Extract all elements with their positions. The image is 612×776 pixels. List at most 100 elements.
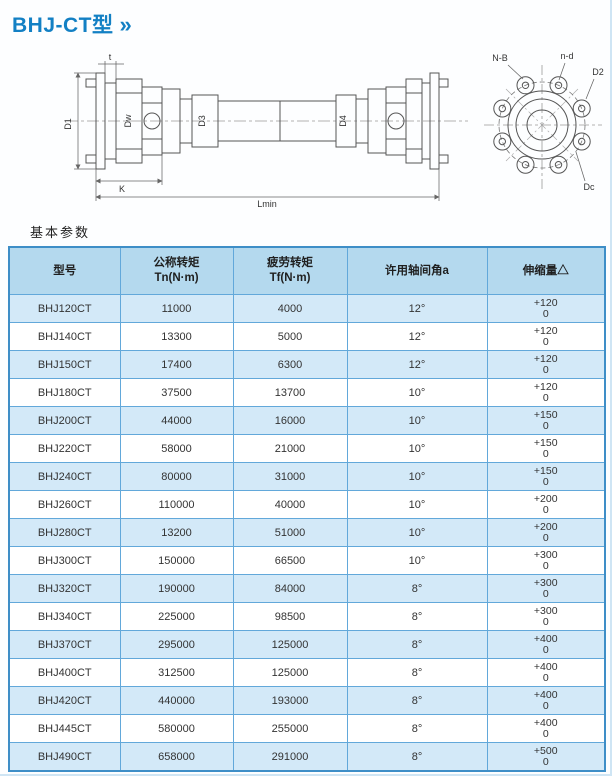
angle-cell: 10° [346,378,488,407]
angle-cell: 8° [346,742,488,772]
tn-cell: 110000 [119,490,234,519]
tn-cell: 225000 [119,602,234,631]
side-view [66,72,468,170]
dim-label-dw: Dw [123,114,133,127]
model-cell: BHJ445CT [8,714,121,743]
tn-cell: 44000 [119,406,234,435]
section-label: 基本参数 [30,225,91,240]
column-header: 伸缩量△ [486,246,606,295]
angle-cell: 12° [346,294,488,323]
side-view-labels: t D1 Dw D3 D4 K Lmin [63,52,348,209]
tn-cell: 580000 [119,714,234,743]
tn-cell: 150000 [119,546,234,575]
model-cell: BHJ260CT [8,490,121,519]
angle-cell: 10° [346,518,488,547]
angle-cell: 8° [346,602,488,631]
tn-cell: 658000 [119,742,234,772]
tn-cell: 11000 [119,294,234,323]
angle-cell: 8° [346,658,488,687]
page-title: BHJ-CT型» [0,0,610,39]
tn-cell: 58000 [119,434,234,463]
model-cell: BHJ400CT [8,658,121,687]
model-cell: BHJ120CT [8,294,121,323]
title-text: BHJ-CT型 [12,14,114,37]
angle-cell: 8° [346,714,488,743]
tf-cell: 66500 [232,546,348,575]
end-view-labels: N-B n-d D2 Dc [492,51,604,192]
tn-cell: 80000 [119,462,234,491]
model-cell: BHJ300CT [8,546,121,575]
column-header: 型号 [8,246,121,295]
tf-cell: 125000 [232,630,348,659]
coupling-drawing-svg: t D1 Dw D3 D4 K Lmin [63,51,604,209]
dim-label-nb: N-B [492,53,508,63]
tn-cell: 295000 [119,630,234,659]
dim-label-k: K [119,184,125,194]
dim-label-dc: Dc [584,182,595,192]
tf-cell: 21000 [232,434,348,463]
dim-label-d2: D2 [592,67,604,77]
dim-label-d1: D1 [63,118,73,130]
tf-cell: 6300 [232,350,348,379]
model-cell: BHJ490CT [8,742,121,772]
model-cell: BHJ150CT [8,350,121,379]
title-arrows-icon: » [119,12,132,37]
dim-label-d3: D3 [197,115,207,127]
angle-cell: 8° [346,686,488,715]
dim-label-d4: D4 [338,115,348,127]
model-cell: BHJ340CT [8,602,121,631]
model-cell: BHJ140CT [8,322,121,351]
column-header: 许用轴间角a [346,246,488,295]
angle-cell: 10° [346,406,488,435]
tf-cell: 84000 [232,574,348,603]
angle-cell: 8° [346,630,488,659]
angle-cell: 10° [346,434,488,463]
tf-cell: 5000 [232,322,348,351]
tf-cell: 13700 [232,378,348,407]
tf-cell: 291000 [232,742,348,772]
tf-cell: 40000 [232,490,348,519]
angle-cell: 8° [346,574,488,603]
technical-drawing: t D1 Dw D3 D4 K Lmin [0,49,610,216]
angle-cell: 12° [346,350,488,379]
tf-cell: 125000 [232,658,348,687]
model-cell: BHJ240CT [8,462,121,491]
dim-label-nd: n-d [560,51,573,61]
angle-cell: 12° [346,322,488,351]
angle-cell: 10° [346,490,488,519]
tn-cell: 312500 [119,658,234,687]
